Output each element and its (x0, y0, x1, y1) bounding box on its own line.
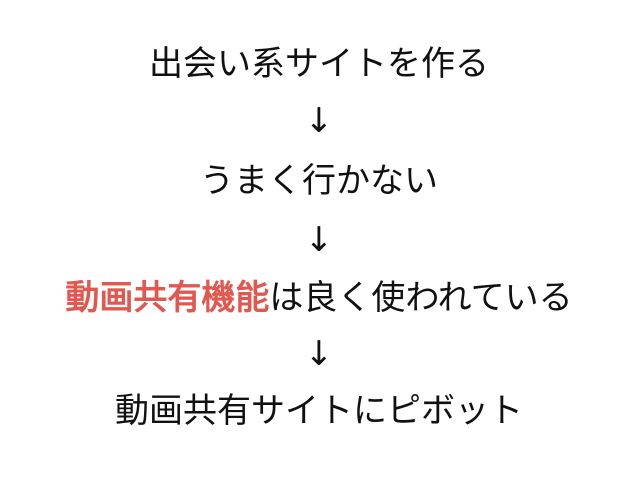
step-1-text: 出会い系サイトを作る (149, 44, 489, 84)
step-4-text: 動画共有サイトにピボット (115, 391, 523, 431)
down-arrow-icon: ↓ (304, 334, 334, 374)
down-arrow-icon: ↓ (304, 101, 334, 141)
step-3-rest: は良く使われている (269, 278, 573, 318)
step-2-text: うまく行かない (200, 161, 438, 201)
highlighted-phrase: 動画共有機能 (65, 278, 270, 318)
down-arrow-icon: ↓ (304, 220, 334, 260)
step-3-text: 動画共有機能は良く使われている (0, 278, 638, 318)
